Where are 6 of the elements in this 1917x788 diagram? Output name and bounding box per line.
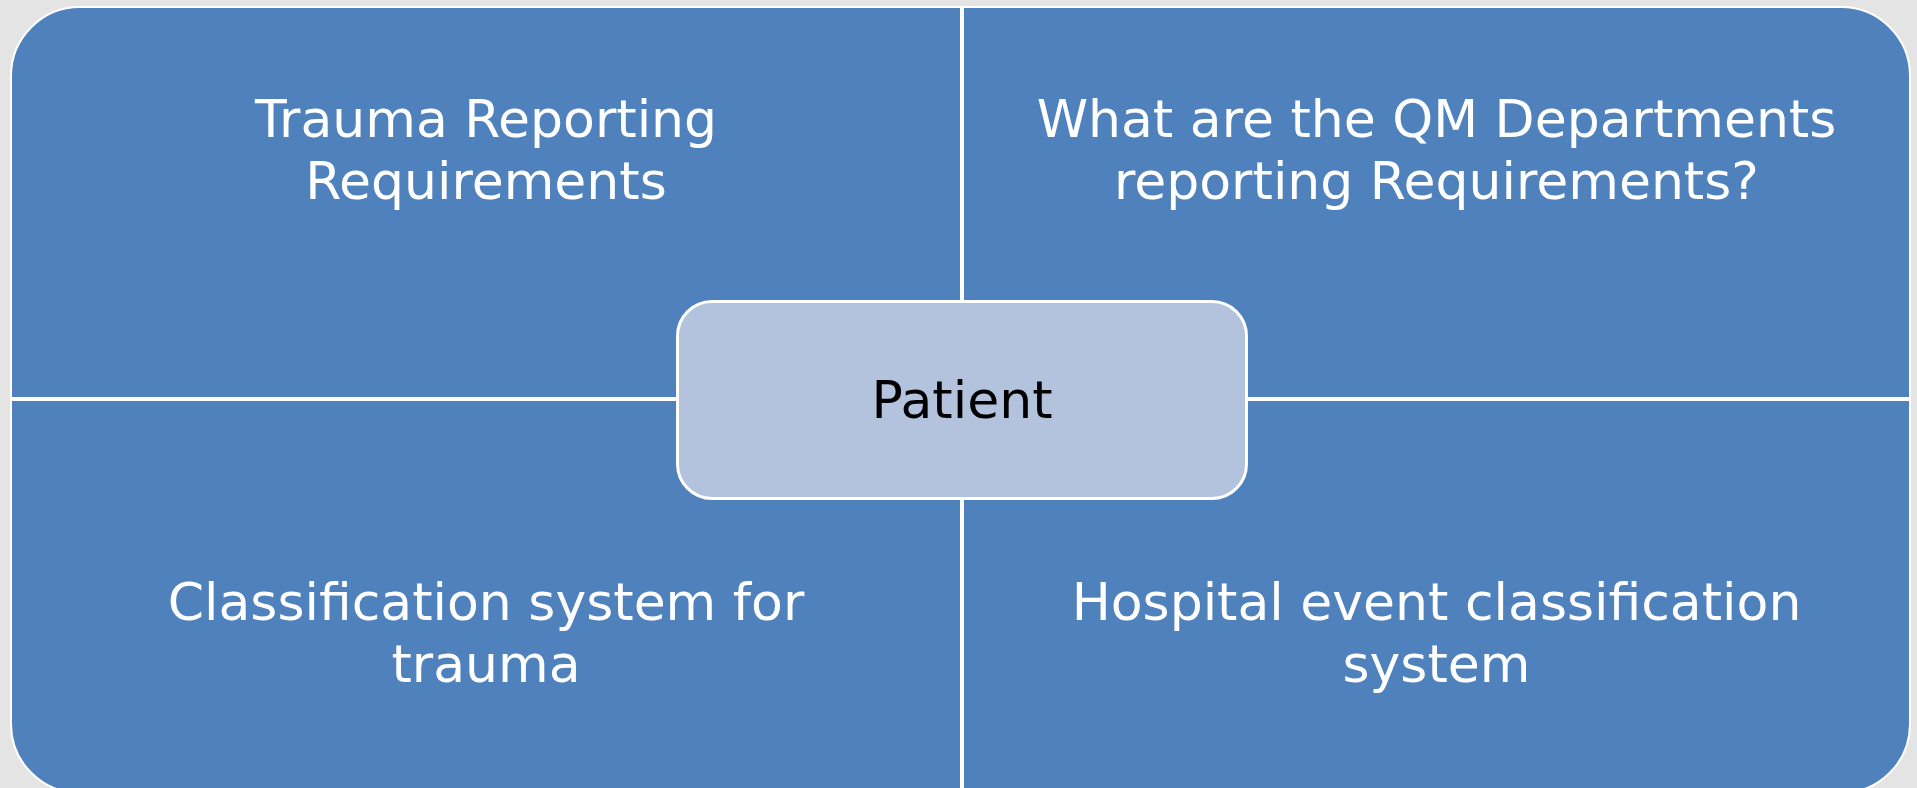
quadrant-label: Hospital event classification system <box>1070 571 1803 696</box>
quadrant-label: Classification system for trauma <box>166 571 806 696</box>
center-label: Patient <box>871 368 1053 432</box>
quadrant-label: Trauma Reporting Requirements <box>253 88 719 213</box>
quadrant-label: What are the QM Departments reporting Requirements? <box>1035 88 1838 213</box>
center-box <box>676 300 1248 500</box>
